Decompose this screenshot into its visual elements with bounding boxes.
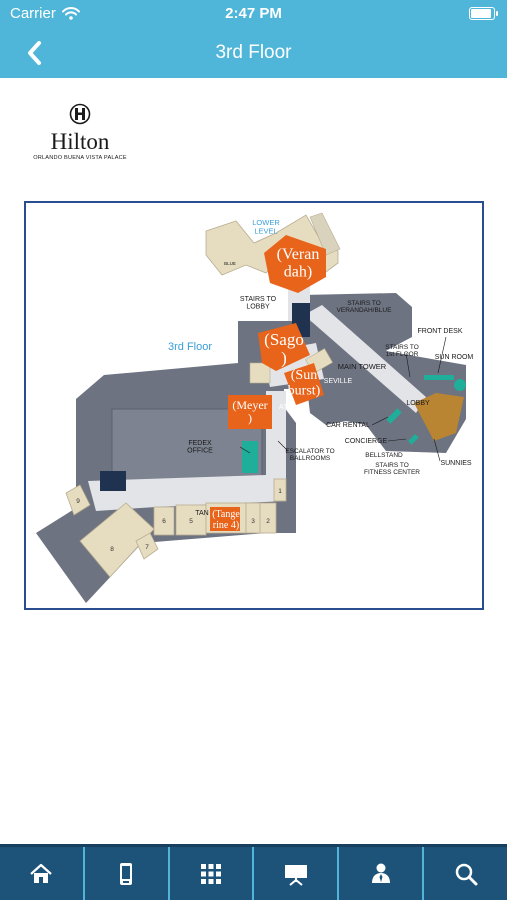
grid-icon xyxy=(201,863,222,884)
room-number-3: 3 xyxy=(251,518,255,525)
room-9 xyxy=(65,484,91,516)
hilton-h-icon xyxy=(69,103,91,125)
label-front-desk: FRONT DESK xyxy=(418,328,463,335)
room-number-9: 9 xyxy=(76,498,80,505)
label-concierge: CONCIERGE xyxy=(345,438,388,445)
mobile-device-icon xyxy=(120,862,133,885)
tab-mobile[interactable] xyxy=(85,847,170,900)
room-meyer xyxy=(228,395,272,429)
lobby-area xyxy=(414,393,464,441)
tab-home[interactable] xyxy=(0,847,85,900)
logo-subtitle: ORLANDO BUENA VISTA PALACE xyxy=(33,155,127,161)
label-atm: ATM xyxy=(279,404,293,411)
wifi-icon xyxy=(61,7,80,20)
room-sunburst xyxy=(284,363,324,405)
nav-bar: 3rd Floor xyxy=(0,28,507,78)
back-button[interactable] xyxy=(22,39,50,67)
logo-brand: Hilton xyxy=(50,129,110,154)
room-number-8: 8 xyxy=(110,546,114,553)
label-3rd-floor: 3rd Floor xyxy=(168,341,212,353)
label-seville: SEVILLE xyxy=(324,378,353,385)
carrier-info: Carrier xyxy=(10,5,80,22)
carrier-label: Carrier xyxy=(10,5,56,22)
lower-level-annex xyxy=(309,212,341,256)
room-number-6: 6 xyxy=(162,518,166,525)
person-icon xyxy=(371,863,390,883)
concierge-counter xyxy=(408,434,419,445)
hilton-logo: Hilton ORLANDO BUENA VISTA PALACE xyxy=(30,103,130,163)
label-main-tower: MAIN TOWER xyxy=(338,362,387,371)
label-sunnies: SUNNIES xyxy=(440,460,471,467)
home-icon xyxy=(30,863,53,883)
label-meyer: (Meyer) xyxy=(232,398,267,425)
room-7 xyxy=(135,532,159,560)
room-small xyxy=(249,362,271,384)
room-1 xyxy=(273,478,287,502)
corridor-diagonal xyxy=(304,305,426,413)
status-time: 2:47 PM xyxy=(225,5,282,22)
room-6 xyxy=(153,506,175,536)
room-number-2: 2 xyxy=(266,518,270,525)
tab-person[interactable] xyxy=(339,847,425,900)
stairs-block-lower xyxy=(100,471,126,491)
chevron-left-icon xyxy=(28,41,41,65)
content-area: Hilton ORLANDO BUENA VISTA PALACE xyxy=(0,78,507,844)
label-sago: (Sago) xyxy=(264,330,304,368)
tab-search[interactable] xyxy=(424,847,507,900)
status-bar: Carrier 2:47 PM xyxy=(0,0,507,28)
room-5 xyxy=(175,504,207,536)
battery-icon xyxy=(469,7,498,20)
room-number-7: 7 xyxy=(145,544,149,551)
label-bellstand: BELLSTAND xyxy=(365,452,403,459)
label-sun-room: SUN ROOM xyxy=(435,354,474,361)
fedex-counter xyxy=(242,441,258,473)
page-title: 3rd Floor xyxy=(215,42,292,63)
room-tangerine xyxy=(210,507,240,531)
sun-room-fixture xyxy=(454,379,466,391)
label-car-rental: CAR RENTAL xyxy=(326,422,370,429)
room-number-5: 5 xyxy=(189,518,193,525)
presentation-board-icon xyxy=(284,864,307,886)
tab-grid[interactable] xyxy=(170,847,255,900)
room-number-1: 1 xyxy=(278,488,282,495)
search-icon xyxy=(455,863,478,885)
building-tower xyxy=(302,293,412,355)
label-blue: BLUE xyxy=(224,261,236,266)
room-2 xyxy=(259,502,277,534)
corridor-main xyxy=(88,391,286,511)
tab-presentation[interactable] xyxy=(254,847,340,900)
room-sago xyxy=(258,323,310,371)
bottom-tab-bar xyxy=(0,844,507,900)
front-desk-counter xyxy=(424,375,454,380)
car-rental-counter xyxy=(386,408,402,424)
label-tan: TAN xyxy=(195,510,208,517)
label-lobby: LOBBY xyxy=(406,400,430,407)
room-verandah xyxy=(264,235,326,293)
